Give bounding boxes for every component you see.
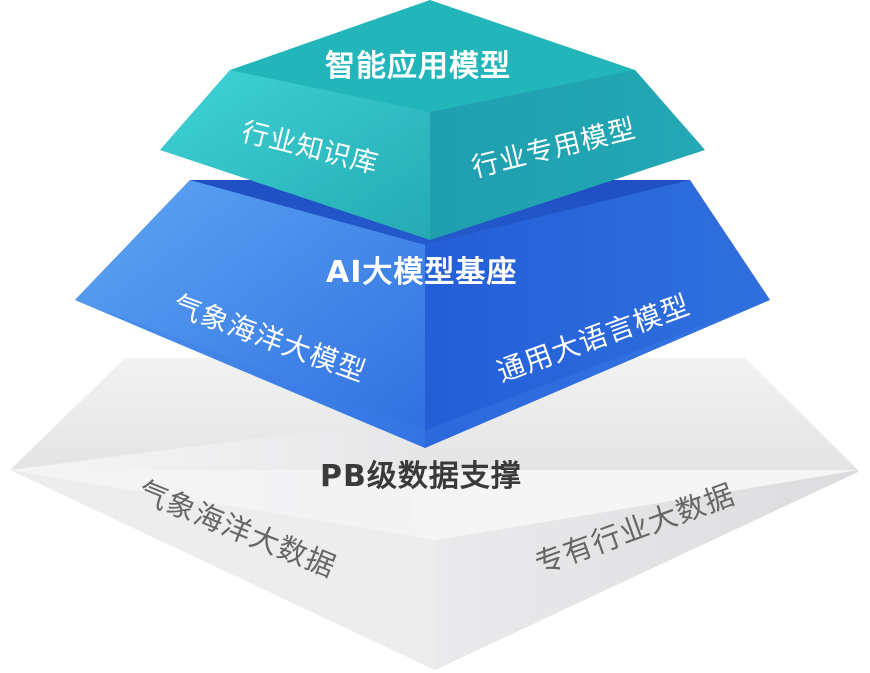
tier-middle-title: AI大模型基座	[326, 255, 518, 290]
tier-middle	[75, 180, 770, 448]
tier-bottom-title: PB级数据支撑	[320, 459, 522, 494]
tier-bottom-top-face	[10, 470, 858, 540]
tier-middle-right-face	[425, 180, 770, 448]
tier-top-right-face	[430, 70, 705, 240]
tier-top-left-face	[160, 70, 430, 240]
tier-top-cap	[230, 0, 635, 112]
tier-bottom-right-face	[435, 470, 858, 670]
tier-bottom	[10, 358, 858, 670]
tier-top-title: 智能应用模型	[325, 49, 511, 84]
tier-bottom-left-face-lower	[10, 470, 435, 670]
tier-top	[160, 0, 705, 240]
tier-middle-left-face	[75, 180, 425, 448]
